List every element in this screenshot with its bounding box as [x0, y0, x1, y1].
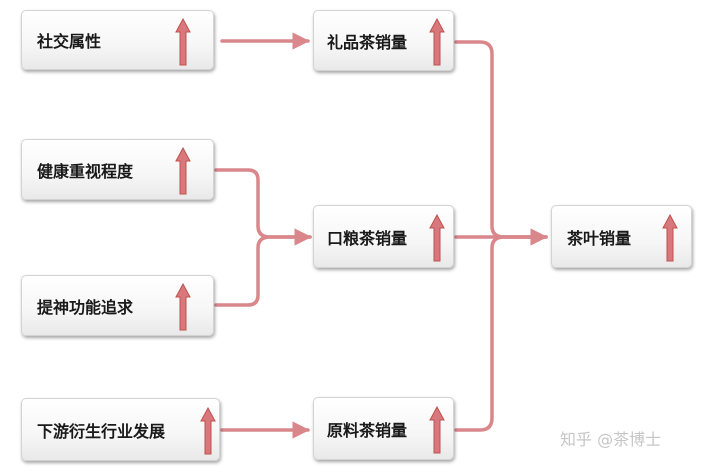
node-social-attribute: 社交属性	[21, 10, 214, 70]
up-arrow-icon	[429, 214, 445, 262]
connector-gift-to-total	[454, 40, 548, 239]
node-label: 下游衍生行业发展	[37, 421, 166, 441]
up-arrow-icon	[175, 283, 191, 331]
node-raw-tea-sales: 原料茶销量	[313, 397, 454, 460]
node-label: 提神功能追求	[37, 297, 134, 317]
node-label: 社交属性	[37, 32, 102, 51]
connector-refresh-to-staple	[214, 228, 312, 307]
node-label: 礼品茶销量	[327, 32, 408, 52]
up-arrow-icon	[429, 406, 445, 454]
node-label: 健康重视程度	[37, 161, 134, 181]
node-label: 原料茶销量	[327, 420, 408, 440]
node-total-tea-sales: 茶叶销量	[551, 205, 692, 268]
node-staple-tea-sales: 口粮茶销量	[313, 205, 454, 268]
up-arrow-icon	[175, 147, 191, 195]
up-arrow-icon	[200, 407, 216, 455]
node-label: 口粮茶销量	[327, 228, 408, 248]
watermark-text: 知乎 @茶博士	[560, 430, 662, 449]
connector-raw-to-total	[454, 235, 548, 432]
node-gift-tea-sales: 礼品茶销量	[313, 10, 454, 71]
up-arrow-icon	[662, 214, 678, 262]
node-refresh-demand: 提神功能追求	[21, 275, 214, 336]
node-health-importance: 健康重视程度	[21, 139, 214, 200]
up-arrow-icon	[429, 18, 445, 66]
connector-health-to-staple	[214, 168, 312, 239]
node-downstream-industry: 下游衍生行业发展	[21, 398, 220, 461]
node-label: 茶叶销量	[567, 228, 632, 248]
up-arrow-icon	[175, 18, 191, 66]
